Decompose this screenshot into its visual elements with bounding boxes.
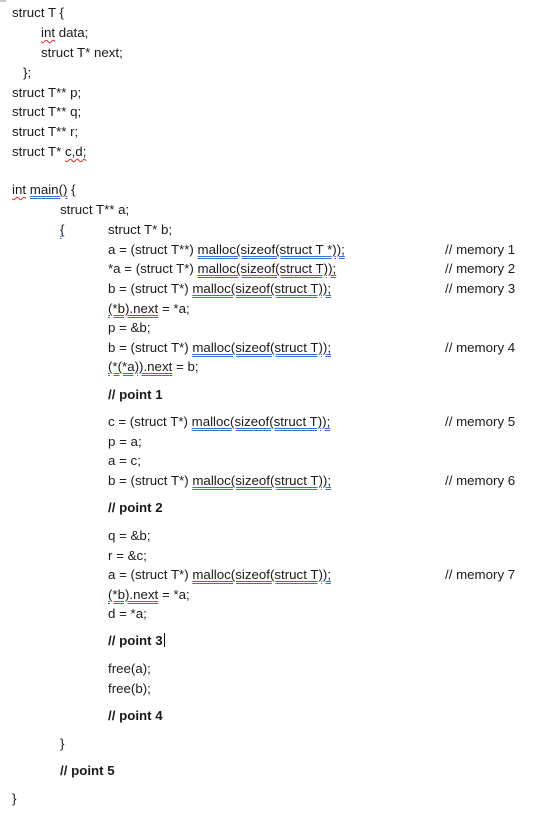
comment-point-4: // point 4	[108, 708, 163, 723]
code-line-stmt: q = &b;	[108, 528, 151, 543]
spelling-mark: int	[41, 25, 56, 40]
code-line-stmt: a = (struct T**) malloc(sizeof(struct T …	[108, 242, 345, 257]
code-line-main: int main() {	[12, 182, 76, 197]
comment-memory-6: // memory 6	[445, 473, 516, 488]
code-line-stmt: d = *a;	[108, 606, 147, 621]
grammar-mark: (*b).next	[108, 301, 159, 316]
comment-point-5: // point 5	[60, 763, 115, 778]
comment-memory-5: // memory 5	[445, 414, 516, 429]
spelling-mark: c,d;	[64, 144, 87, 159]
code-line-stmt: b = (struct T*) malloc(sizeof(struct T))…	[108, 473, 332, 488]
grammar-mark: malloc(sizeof(struct T));	[192, 281, 332, 296]
code-line-stmt: free(a);	[108, 661, 151, 676]
comment-memory-7: // memory 7	[445, 567, 516, 582]
code-line-stmt: (*b).next = *a;	[108, 301, 190, 316]
code-line-decl-q: struct T** q;	[12, 104, 82, 119]
code-line-decl-cd: struct T* c,d;	[12, 144, 87, 159]
code-line-stmt: (*b).next = *a;	[108, 587, 190, 602]
comment-point-2: // point 2	[108, 500, 163, 515]
code-line-field-data: int data;	[41, 25, 89, 40]
code-line-stmt: a = (struct T*) malloc(sizeof(struct T))…	[108, 567, 332, 582]
comment-point-1: // point 1	[108, 387, 163, 402]
grammar-mark: main()	[29, 182, 68, 197]
code-line-stmt: p = a;	[108, 434, 142, 449]
grammar-mark: malloc(sizeof(struct T));	[191, 414, 331, 429]
code-line-stmt: r = &c;	[108, 548, 147, 563]
text-cursor	[163, 633, 165, 647]
grammar-mark: malloc(sizeof(struct T));	[197, 261, 337, 276]
code-line-stmt: b = (struct T*) malloc(sizeof(struct T))…	[108, 340, 332, 355]
code-line-decl-a: struct T** a;	[60, 202, 130, 217]
code-line-main-close: }	[12, 791, 17, 806]
spelling-mark: int	[12, 182, 27, 197]
grammar-mark: (*b).next	[108, 587, 159, 602]
code-line-stmt: c = (struct T*) malloc(sizeof(struct T))…	[108, 414, 331, 429]
comment-memory-1: // memory 1	[445, 242, 516, 257]
code-line-struct-close: };	[23, 65, 32, 80]
grammar-mark: malloc(sizeof(struct T));	[192, 567, 332, 582]
code-line-struct-open: struct T {	[12, 5, 64, 20]
grammar-mark: malloc(sizeof(struct T *));	[197, 242, 345, 257]
code-line-stmt: a = c;	[108, 453, 141, 468]
code-line-field-next: struct T* next;	[41, 45, 123, 60]
comment-point-3: // point 3	[108, 633, 165, 648]
code-line-decl-p: struct T** p;	[12, 85, 82, 100]
comment-memory-4: // memory 4	[445, 340, 516, 355]
comment-memory-3: // memory 3	[445, 281, 516, 296]
grammar-mark: malloc(sizeof(struct T));	[192, 340, 332, 355]
code-line-block-close: }	[60, 736, 65, 751]
code-line-stmt: p = &b;	[108, 320, 151, 335]
grammar-mark: (*(*a)).next	[108, 359, 173, 374]
code-line-decl-r: struct T** r;	[12, 124, 79, 139]
code-line-decl-b: struct T* b;	[108, 222, 173, 237]
code-line-block-open: {	[60, 221, 64, 238]
page-corner-mark	[0, 0, 6, 2]
code-line-stmt: (*(*a)).next = b;	[108, 359, 199, 374]
comment-memory-2: // memory 2	[445, 261, 516, 276]
code-line-stmt: free(b);	[108, 681, 151, 696]
code-line-stmt: *a = (struct T*) malloc(sizeof(struct T)…	[108, 261, 337, 276]
grammar-mark: {	[60, 222, 65, 237]
grammar-mark: malloc(sizeof(struct T));	[192, 473, 332, 488]
code-line-stmt: b = (struct T*) malloc(sizeof(struct T))…	[108, 281, 332, 296]
